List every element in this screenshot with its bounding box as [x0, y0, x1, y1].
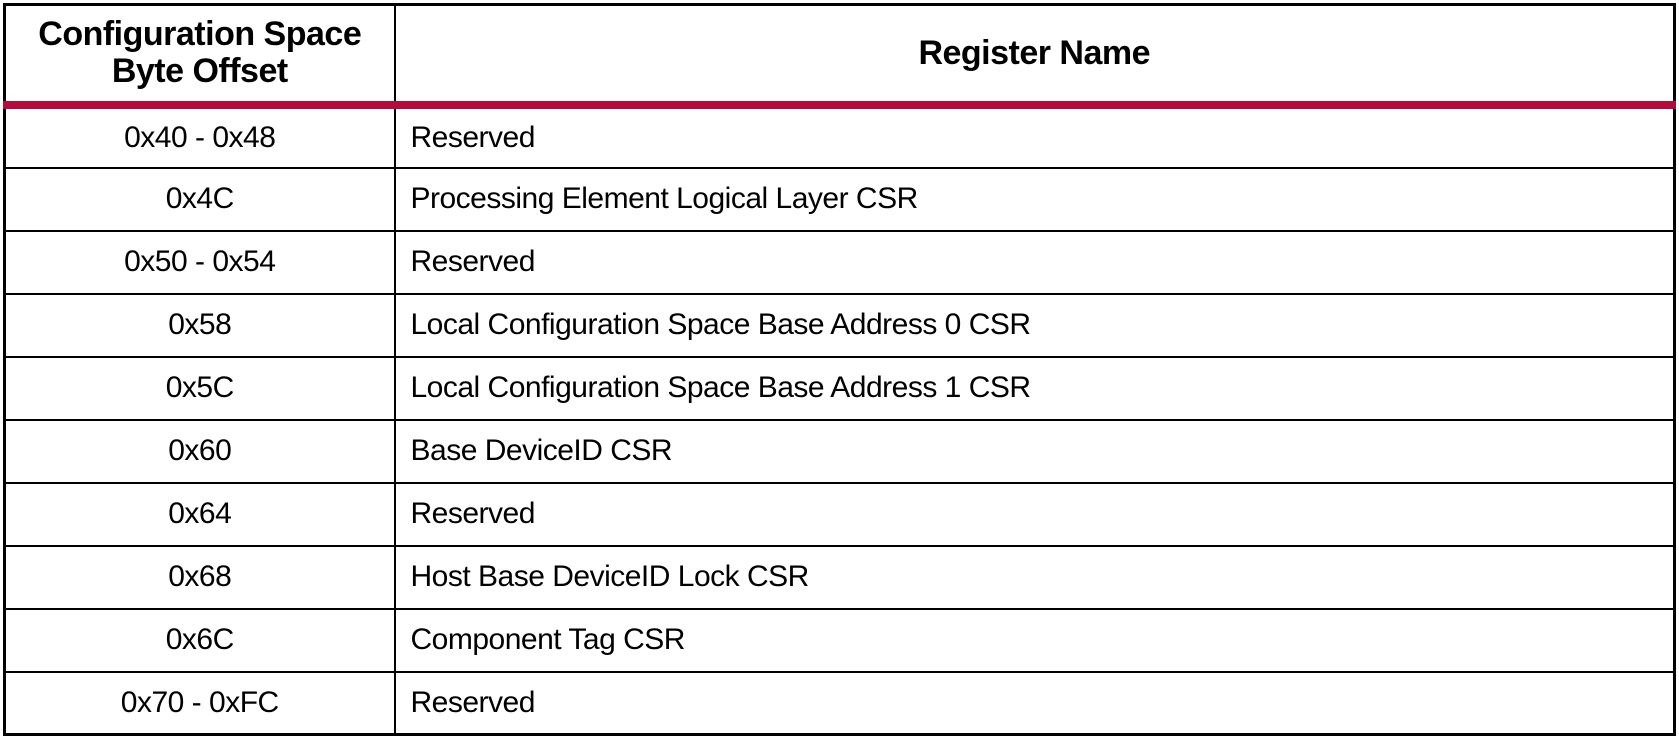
register-map-table: Configuration Space Byte Offset Register… — [3, 3, 1676, 736]
table-header: Configuration Space Byte Offset Register… — [3, 3, 1676, 109]
offset-cell: 0x60 — [3, 418, 396, 484]
column-header-offset: Configuration Space Byte Offset — [3, 3, 396, 109]
register-cell: Reserved — [393, 670, 1676, 736]
offset-cell: 0x70 - 0xFC — [3, 670, 396, 736]
register-cell: Component Tag CSR — [393, 607, 1676, 673]
offset-cell: 0x64 — [3, 481, 396, 547]
offset-cell: 0x68 — [3, 544, 396, 610]
column-header-register-label: Register Name — [918, 33, 1151, 72]
register-cell: Base DeviceID CSR — [393, 418, 1676, 484]
register-cell: Reserved — [393, 481, 1676, 547]
offset-cell: 0x4C — [3, 166, 396, 232]
register-cell: Host Base DeviceID Lock CSR — [393, 544, 1676, 610]
offset-cell: 0x40 - 0x48 — [3, 103, 396, 169]
offset-cell: 0x5C — [3, 355, 396, 421]
register-cell: Local Configuration Space Base Address 0… — [393, 292, 1676, 358]
register-cell: Reserved — [393, 103, 1676, 169]
column-header-offset-label: Configuration Space Byte Offset — [38, 14, 362, 91]
offset-cell: 0x6C — [3, 607, 396, 673]
register-cell: Reserved — [393, 229, 1676, 295]
register-cell: Local Configuration Space Base Address 1… — [393, 355, 1676, 421]
column-header-register: Register Name — [393, 3, 1676, 109]
offset-cell: 0x58 — [3, 292, 396, 358]
offset-cell: 0x50 - 0x54 — [3, 229, 396, 295]
register-cell: Processing Element Logical Layer CSR — [393, 166, 1676, 232]
header-row: Configuration Space Byte Offset Register… — [3, 3, 1676, 109]
